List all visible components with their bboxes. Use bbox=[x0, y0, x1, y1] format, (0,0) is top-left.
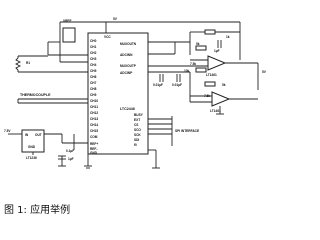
label-reg-name: LT1236 bbox=[26, 156, 37, 160]
label-5k: 5k bbox=[196, 42, 200, 46]
label-opamp-bottom: LT1461 bbox=[210, 109, 221, 113]
label-5v-top: 5V bbox=[113, 17, 118, 21]
r-1k bbox=[204, 29, 216, 35]
label-reg-out: OUT bbox=[35, 133, 42, 137]
pin-ch14: CH14 bbox=[90, 123, 98, 127]
r-5k bbox=[195, 45, 207, 51]
figure-canvas: 5V VREF R1 THERMOCOUPLE VCC LTC2448 CH0 … bbox=[4, 17, 267, 216]
label-reg-in: IN bbox=[25, 133, 29, 137]
pin-busy: BUSY bbox=[134, 113, 144, 117]
pin-muxoutn: MUXOUTN bbox=[120, 42, 137, 46]
pin-sdi: SDI bbox=[134, 138, 139, 142]
label-vref: VREF bbox=[63, 19, 72, 23]
pin-ch0: CH0 bbox=[90, 39, 97, 43]
label-1uf: 1µF bbox=[214, 49, 220, 53]
pin-com: COM bbox=[90, 135, 98, 139]
pin-ch1: CH1 bbox=[90, 45, 97, 49]
label-0-01uf-a: 0.01µF bbox=[153, 83, 163, 87]
pin-ch9: CH9 bbox=[90, 93, 97, 97]
label-1k: 1k bbox=[226, 35, 230, 39]
pin-ch5: CH5 bbox=[90, 69, 97, 73]
opamp-top bbox=[207, 55, 227, 71]
label-vcc: VCC bbox=[104, 35, 111, 39]
r1-resistor bbox=[14, 56, 22, 72]
pin-f0: f0 bbox=[134, 143, 137, 147]
pin-gnd: GND bbox=[90, 151, 98, 155]
pin-adcinn: ADCINN bbox=[120, 53, 133, 57]
chip-name: LTC2448 bbox=[120, 107, 135, 111]
pin-ch15: CH15 bbox=[90, 129, 98, 133]
pin-adcinp: ADCINP bbox=[120, 71, 133, 75]
pin-ext: EXT bbox=[134, 118, 140, 122]
pin-ch4: CH4 bbox=[90, 63, 97, 67]
pin-ch11: CH11 bbox=[90, 105, 98, 109]
pin-sco: SCO bbox=[134, 128, 141, 132]
pin-muxoutp: MUXOUTP bbox=[120, 64, 137, 68]
pin-ch13: CH13 bbox=[90, 117, 98, 121]
application-circuit-schematic: 5V VREF R1 THERMOCOUPLE VCC LTC2448 CH0 … bbox=[4, 17, 267, 216]
label-opamp-top: LT1461 bbox=[206, 73, 217, 77]
pin-ref-plus: REF+ bbox=[90, 142, 98, 146]
pin-ch12: CH12 bbox=[90, 111, 98, 115]
label-7-5k-top: 7.5k bbox=[190, 62, 196, 66]
label-10k: 10k bbox=[184, 69, 190, 73]
reference-block bbox=[62, 27, 76, 43]
label-1uf-b: 1µF bbox=[68, 157, 74, 161]
pin-ch10: CH10 bbox=[90, 99, 98, 103]
label-0-01uf-b: 0.01µF bbox=[172, 83, 182, 87]
pin-cs: CS bbox=[134, 123, 138, 127]
pin-ch3: CH3 bbox=[90, 57, 97, 61]
label-reg-supply: 7.5V bbox=[4, 129, 11, 133]
figure-caption: 图 1: 应用举例 bbox=[4, 203, 70, 216]
label-reg-gnd: GND bbox=[28, 145, 36, 149]
pin-ref-minus: REF- bbox=[90, 147, 97, 151]
label-7-5k-bot: 7.5k bbox=[204, 94, 210, 98]
label-thermocouple: THERMOCOUPLE bbox=[20, 93, 51, 97]
label-r1: R1 bbox=[26, 61, 30, 65]
label-spi-interface: SPI INTERFACE bbox=[175, 129, 199, 133]
label-5v-right: 5V bbox=[262, 70, 267, 74]
r-10k bbox=[195, 67, 207, 73]
opamp-bottom bbox=[211, 91, 231, 107]
label-5k-mid: 5k bbox=[222, 83, 226, 87]
pin-ch2: CH2 bbox=[90, 51, 97, 55]
label-0-1uf: 0.1µF bbox=[66, 149, 74, 153]
ltc2448-chip bbox=[87, 32, 149, 155]
pin-ch6: CH6 bbox=[90, 75, 97, 79]
pin-ch8: CH8 bbox=[90, 87, 97, 91]
pin-sck: SCK bbox=[134, 133, 141, 137]
pin-ch7: CH7 bbox=[90, 81, 97, 85]
r-5k-mid bbox=[204, 81, 216, 87]
